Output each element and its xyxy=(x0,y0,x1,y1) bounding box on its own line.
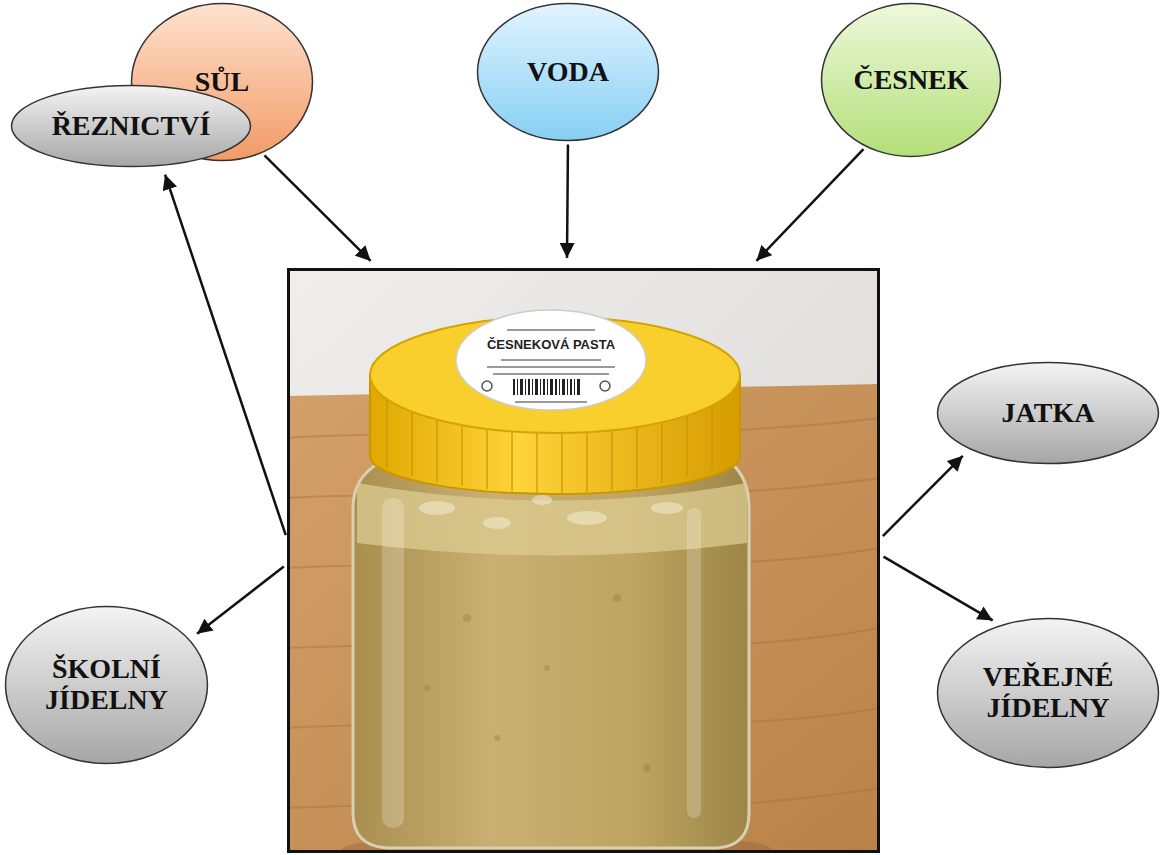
customer-ellipse: VEŘEJNÉ JÍDELNY xyxy=(936,617,1160,769)
flow-arrow xyxy=(197,566,284,633)
ingredient-ellipse: VODA xyxy=(476,2,660,142)
jar-label-text: ČESNEKOVÁ PASTA xyxy=(451,337,651,353)
node-label: SŮL xyxy=(195,67,249,98)
ellipse-shape xyxy=(938,363,1159,464)
flow-arrow xyxy=(566,145,569,259)
flow-arrow xyxy=(883,557,992,621)
flow-arrow xyxy=(756,149,863,261)
product-photo xyxy=(287,268,880,853)
ellipse-shape xyxy=(478,4,659,141)
node-label: ŘEZNICTVÍ xyxy=(52,111,211,142)
customer-ellipse: JATKA xyxy=(936,361,1160,465)
node-label: ČESNEK xyxy=(853,65,968,96)
ellipse-shape xyxy=(938,619,1159,768)
node-label: JATKA xyxy=(1002,398,1095,429)
customer-ellipse: ŘEZNICTVÍ xyxy=(10,84,252,168)
node-label: VEŘEJNÉ JÍDELNY xyxy=(963,662,1133,724)
ingredient-ellipse: ČESNEK xyxy=(820,2,1002,158)
flow-arrow xyxy=(883,456,963,536)
flow-arrow xyxy=(265,155,371,261)
node-label: ŠKOLNÍ JÍDELNY xyxy=(21,654,191,716)
customer-ellipse: ŠKOLNÍ JÍDELNY xyxy=(4,605,209,765)
ellipse-shape xyxy=(12,86,251,167)
node-label: VODA xyxy=(527,57,609,88)
ellipse-shape xyxy=(6,607,208,764)
product-photo-frame: ČESNEKOVÁ PASTA xyxy=(287,268,880,853)
ellipse-shape xyxy=(822,4,1001,157)
flow-arrow xyxy=(165,175,286,535)
